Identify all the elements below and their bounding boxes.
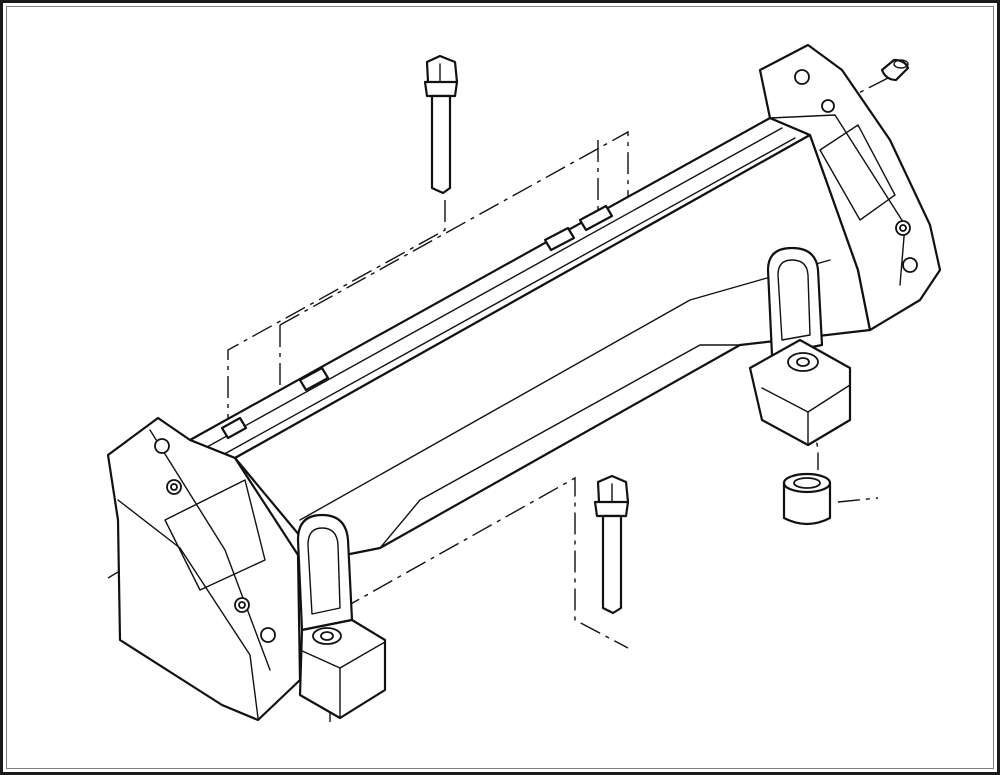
right-slot (777, 259, 811, 341)
rail-tab (220, 416, 248, 440)
guide-line-sleeve-side (837, 497, 879, 503)
right-flange-hole-bottom (902, 257, 918, 273)
lower-bolt-flange (593, 500, 630, 518)
right-slot-boss (766, 246, 824, 357)
rail-edge-line (197, 127, 783, 453)
left-flange-rib (149, 429, 271, 671)
sleeve-icon (782, 472, 832, 526)
left-slot-boss (296, 513, 354, 632)
left-flange-bolt-bottom-core (238, 601, 246, 609)
dowel-pin-end (893, 59, 909, 69)
rail-tab (298, 366, 330, 392)
rail-tab (543, 226, 576, 252)
guide-line-top-bolt (227, 200, 446, 420)
lower-bolt-shank (601, 514, 623, 615)
rail-tab (578, 204, 614, 232)
bracket-body-icon (106, 43, 942, 722)
right-flange-hole-mid (821, 99, 835, 113)
left-flange-hole-bottom (260, 627, 276, 643)
top-bolt-flange (423, 80, 459, 98)
right-flange-hole-top (794, 69, 810, 85)
left-flange-hole-top (154, 438, 170, 454)
left-flange-inner-edge (117, 499, 259, 719)
bolt-icon (593, 474, 630, 615)
dowel-pin-body (880, 58, 910, 82)
left-flange-bolt-top-core (170, 483, 178, 491)
dowel-pin-icon (880, 58, 910, 82)
bolt-icon (423, 54, 459, 195)
left-slot (307, 527, 341, 615)
top-bolt-shank (430, 94, 452, 195)
drawing-inner-border (6, 6, 994, 769)
left-block-bore-core (320, 631, 334, 641)
right-flange-bolt-core (899, 224, 907, 232)
guide-line-sleeve (799, 339, 819, 470)
left-mounting-block (298, 618, 387, 720)
left-flange-window (164, 479, 266, 591)
guide-line-top-rail (279, 130, 629, 326)
right-block-bore-core (796, 357, 810, 367)
guide-line-lower-bolt (339, 476, 629, 649)
rail-edge-line-2 (209, 137, 796, 463)
right-flange-inner-edge (769, 114, 906, 286)
right-flange-window (819, 124, 896, 221)
sleeve-bore (793, 477, 821, 489)
front-face-lower-edge (379, 344, 741, 549)
sleeve-body (782, 481, 832, 526)
right-mounting-block (748, 338, 852, 447)
